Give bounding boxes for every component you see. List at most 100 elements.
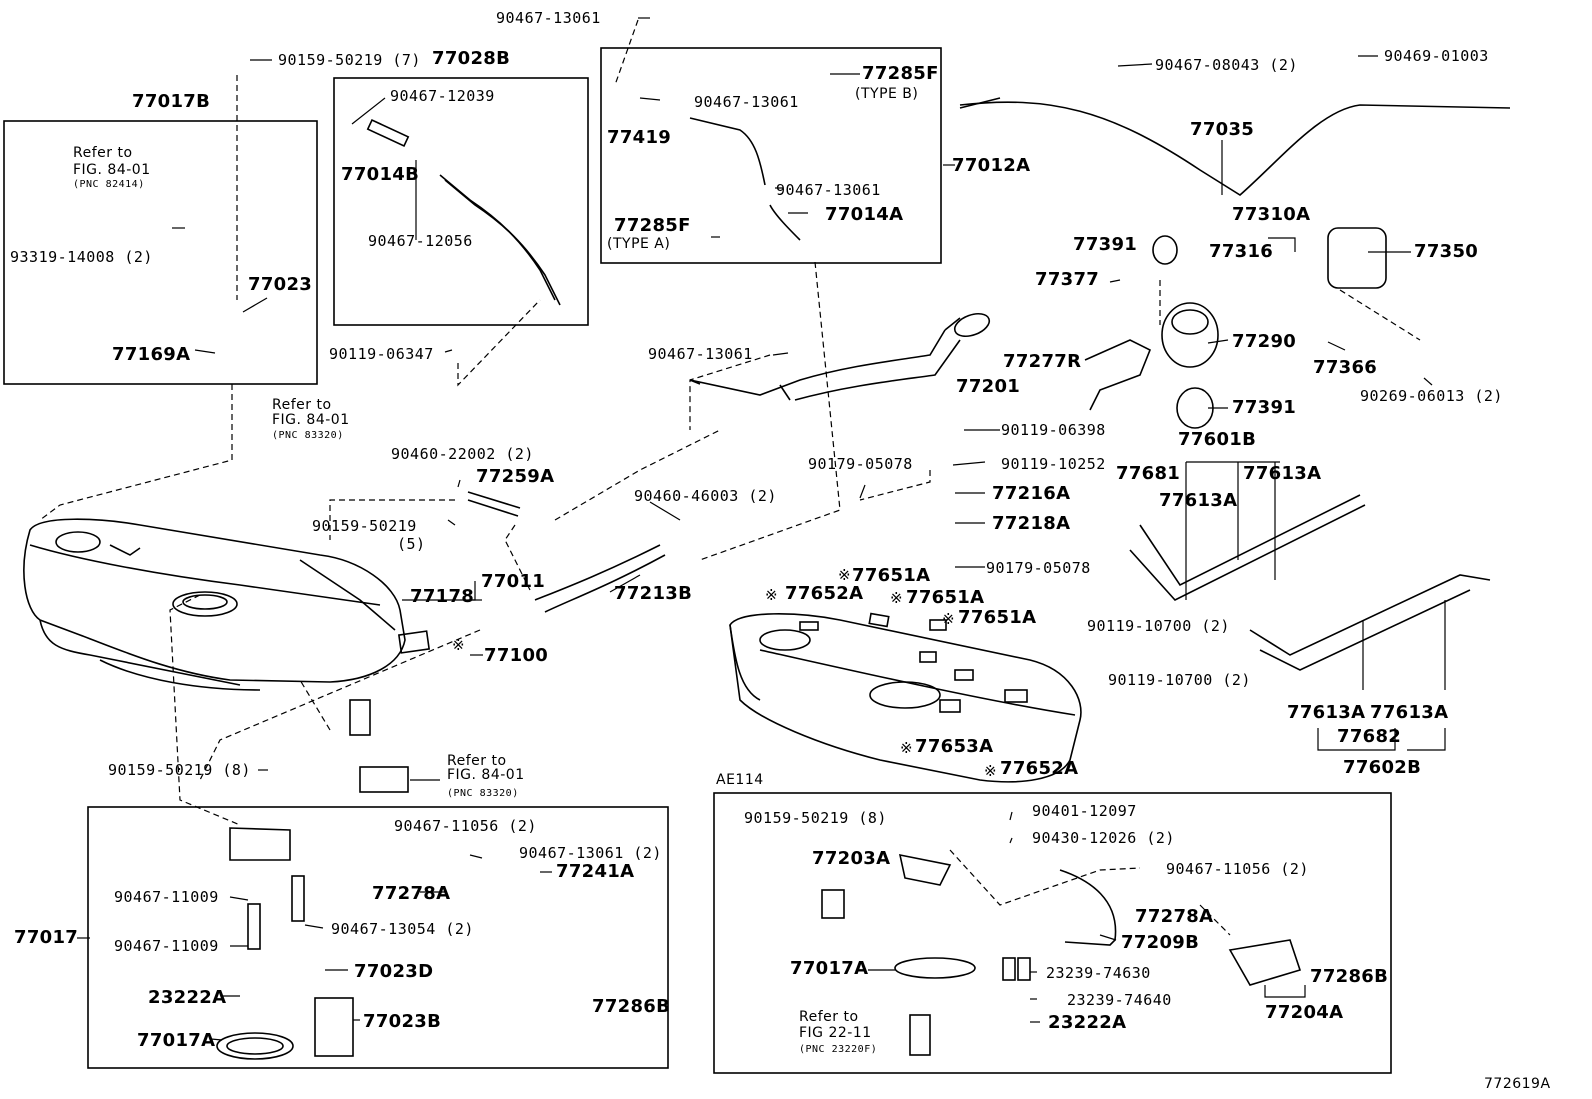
star-mark-77651A-b: ※ bbox=[890, 589, 904, 607]
fuel-tank-77100 bbox=[23, 518, 431, 691]
part-label-90467-08043: 90467-08043 (2) bbox=[1155, 56, 1298, 74]
part-label-77681: 77681 bbox=[1116, 463, 1181, 484]
part-label-77178: 77178 bbox=[410, 586, 475, 607]
part-label-r77278A: 77278A bbox=[1135, 906, 1214, 927]
part-label-77017A: 77017A bbox=[137, 1030, 216, 1051]
cable-77035 bbox=[959, 97, 1511, 196]
part-label-77023: 77023 bbox=[248, 274, 313, 295]
star-mark-77652A-b: ※ bbox=[984, 762, 998, 780]
part-label-90467-13061-top: 90467-13061 bbox=[496, 9, 601, 27]
part-label-77391-bot: 77391 bbox=[1232, 397, 1297, 418]
part-label-90430-12026: 90430-12026 (2) bbox=[1032, 829, 1175, 847]
part-label-90460-22002: 90460-22002 (2) bbox=[391, 445, 534, 463]
star-mark-77652A-a: ※ bbox=[765, 586, 779, 604]
refer-to-label-2: Refer to bbox=[272, 397, 332, 413]
part-label-90179-05078-a: 90179-05078 bbox=[808, 455, 913, 473]
part-label-90119-10252: 90119-10252 bbox=[1001, 455, 1106, 473]
part-label-90469-01003: 90469-01003 bbox=[1384, 47, 1489, 65]
refer-to-label-3: Refer to bbox=[447, 753, 507, 769]
part-label-90159-50219-7: 90159-50219 (7) bbox=[278, 51, 421, 69]
part-label-77278A: 77278A bbox=[372, 883, 451, 904]
fuel-tank-ae114 bbox=[729, 612, 1082, 783]
part-label-77653A: 77653A bbox=[915, 736, 994, 757]
part-label-77391-top: 77391 bbox=[1073, 234, 1138, 255]
part-label-77286B: 77286B bbox=[592, 996, 671, 1017]
part-label-77366: 77366 bbox=[1313, 357, 1378, 378]
part-label-90119-10700-a: 90119-10700 (2) bbox=[1087, 617, 1230, 635]
part-label-77017B: 77017B bbox=[132, 91, 211, 112]
part-label-r90159-50219-8: 90159-50219 (8) bbox=[744, 809, 887, 827]
part-label-77651A-b: 77651A bbox=[906, 587, 985, 608]
part-label-23239-74640: 23239-74640 bbox=[1067, 991, 1172, 1009]
hose-77213B bbox=[534, 544, 666, 613]
part-label-77651A-a: 77651A bbox=[852, 565, 931, 586]
part-label-23239-74630: 23239-74630 bbox=[1046, 964, 1151, 982]
section-label-ae114: AE114 bbox=[716, 772, 764, 788]
cover-77277R bbox=[1084, 339, 1152, 411]
filler-cap-77290 bbox=[1152, 235, 1219, 429]
star-mark-77653A: ※ bbox=[900, 739, 914, 757]
part-label-90467-12039: 90467-12039 bbox=[390, 87, 495, 105]
fuel-inlet-pipe-77201 bbox=[689, 312, 991, 401]
part-label-77035: 77035 bbox=[1190, 119, 1255, 140]
part-label-77213B: 77213B bbox=[614, 583, 693, 604]
part-label-77023B: 77023B bbox=[363, 1011, 442, 1032]
part-label-77601B: 77601B bbox=[1178, 429, 1257, 450]
part-label-77652A-a: 77652A bbox=[785, 583, 864, 604]
part-label-90119-06398: 90119-06398 bbox=[1001, 421, 1106, 439]
fig-ref-label-4: FIG 22-11 bbox=[799, 1025, 872, 1041]
fuel-pump-assembly bbox=[216, 699, 409, 1060]
part-label-90467-11009-b: 90467-11009 bbox=[114, 937, 219, 955]
part-label-90401-12097: 90401-12097 bbox=[1032, 802, 1137, 820]
part-label-77285F-a: 77285F bbox=[614, 215, 691, 236]
part-label-77350: 77350 bbox=[1414, 241, 1479, 262]
part-label-90159-50219-8: 90159-50219 (8) bbox=[108, 761, 251, 779]
part-label-77216A: 77216A bbox=[992, 483, 1071, 504]
hose-77259A bbox=[467, 491, 521, 517]
part-label-90159-50219: 90159-50219 bbox=[312, 517, 417, 535]
part-label-77209B: 77209B bbox=[1121, 932, 1200, 953]
part-label-77377: 77377 bbox=[1035, 269, 1100, 290]
part-label-93319-14008: 93319-14008 (2) bbox=[10, 248, 153, 266]
type-a-label: (TYPE A) bbox=[607, 236, 671, 252]
breather-pipe-77028B bbox=[366, 118, 561, 306]
part-label-77290: 77290 bbox=[1232, 331, 1297, 352]
pnc-label-1: (PNC 82414) bbox=[73, 179, 145, 190]
box-77017B bbox=[3, 120, 318, 385]
part-label-90467-11009-a: 90467-11009 bbox=[114, 888, 219, 906]
part-label-77602B: 77602B bbox=[1343, 757, 1422, 778]
tube-77012A bbox=[689, 117, 801, 241]
part-label-90467-12056: 90467-12056 bbox=[368, 232, 473, 250]
part-label-r77017A: 77017A bbox=[790, 958, 869, 979]
type-b-label: (TYPE B) bbox=[855, 86, 919, 102]
box-77012A bbox=[600, 47, 942, 264]
part-label-90179-05078-b: 90179-05078 bbox=[986, 559, 1091, 577]
pnc-label-3: (PNC 83320) bbox=[447, 788, 519, 799]
part-label-77241A: 77241A bbox=[556, 861, 635, 882]
refer-to-label-4: Refer to bbox=[799, 1009, 859, 1025]
part-label-77651A-c: 77651A bbox=[958, 607, 1037, 628]
pnc-label-4: (PNC 23220F) bbox=[799, 1044, 878, 1055]
figure-id: 772619A bbox=[1484, 1076, 1551, 1092]
part-label-90467-13061-2: 90467-13061 (2) bbox=[519, 844, 662, 862]
part-label-90467-13061-c: 90467-13061 bbox=[776, 181, 881, 199]
cap-77350 bbox=[1327, 227, 1387, 289]
part-label-90269-06013: 90269-06013 (2) bbox=[1360, 387, 1503, 405]
part-label-77017: 77017 bbox=[14, 927, 79, 948]
part-label-77613A-b: 77613A bbox=[1243, 463, 1322, 484]
part-label-90460-46003: 90460-46003 (2) bbox=[634, 487, 777, 505]
fig-ref-label-3: FIG. 84-01 bbox=[447, 767, 525, 783]
part-label-77652A-b: 77652A bbox=[1000, 758, 1079, 779]
part-label-77682: 77682 bbox=[1337, 726, 1402, 747]
qty-label-5: (5) bbox=[397, 535, 426, 553]
part-label-77310A: 77310A bbox=[1232, 204, 1311, 225]
fig-ref-label-1: FIG. 84-01 bbox=[73, 162, 151, 178]
part-label-23222A: 23222A bbox=[148, 987, 227, 1008]
part-label-77100: 77100 bbox=[484, 645, 549, 666]
part-label-90467-13061-b: 90467-13061 bbox=[694, 93, 799, 111]
ae114-pump-assembly bbox=[821, 853, 1302, 1056]
star-mark-77651A-c: ※ bbox=[942, 610, 956, 628]
part-label-77169A: 77169A bbox=[112, 344, 191, 365]
part-label-90467-13061-d: 90467-13061 bbox=[648, 345, 753, 363]
